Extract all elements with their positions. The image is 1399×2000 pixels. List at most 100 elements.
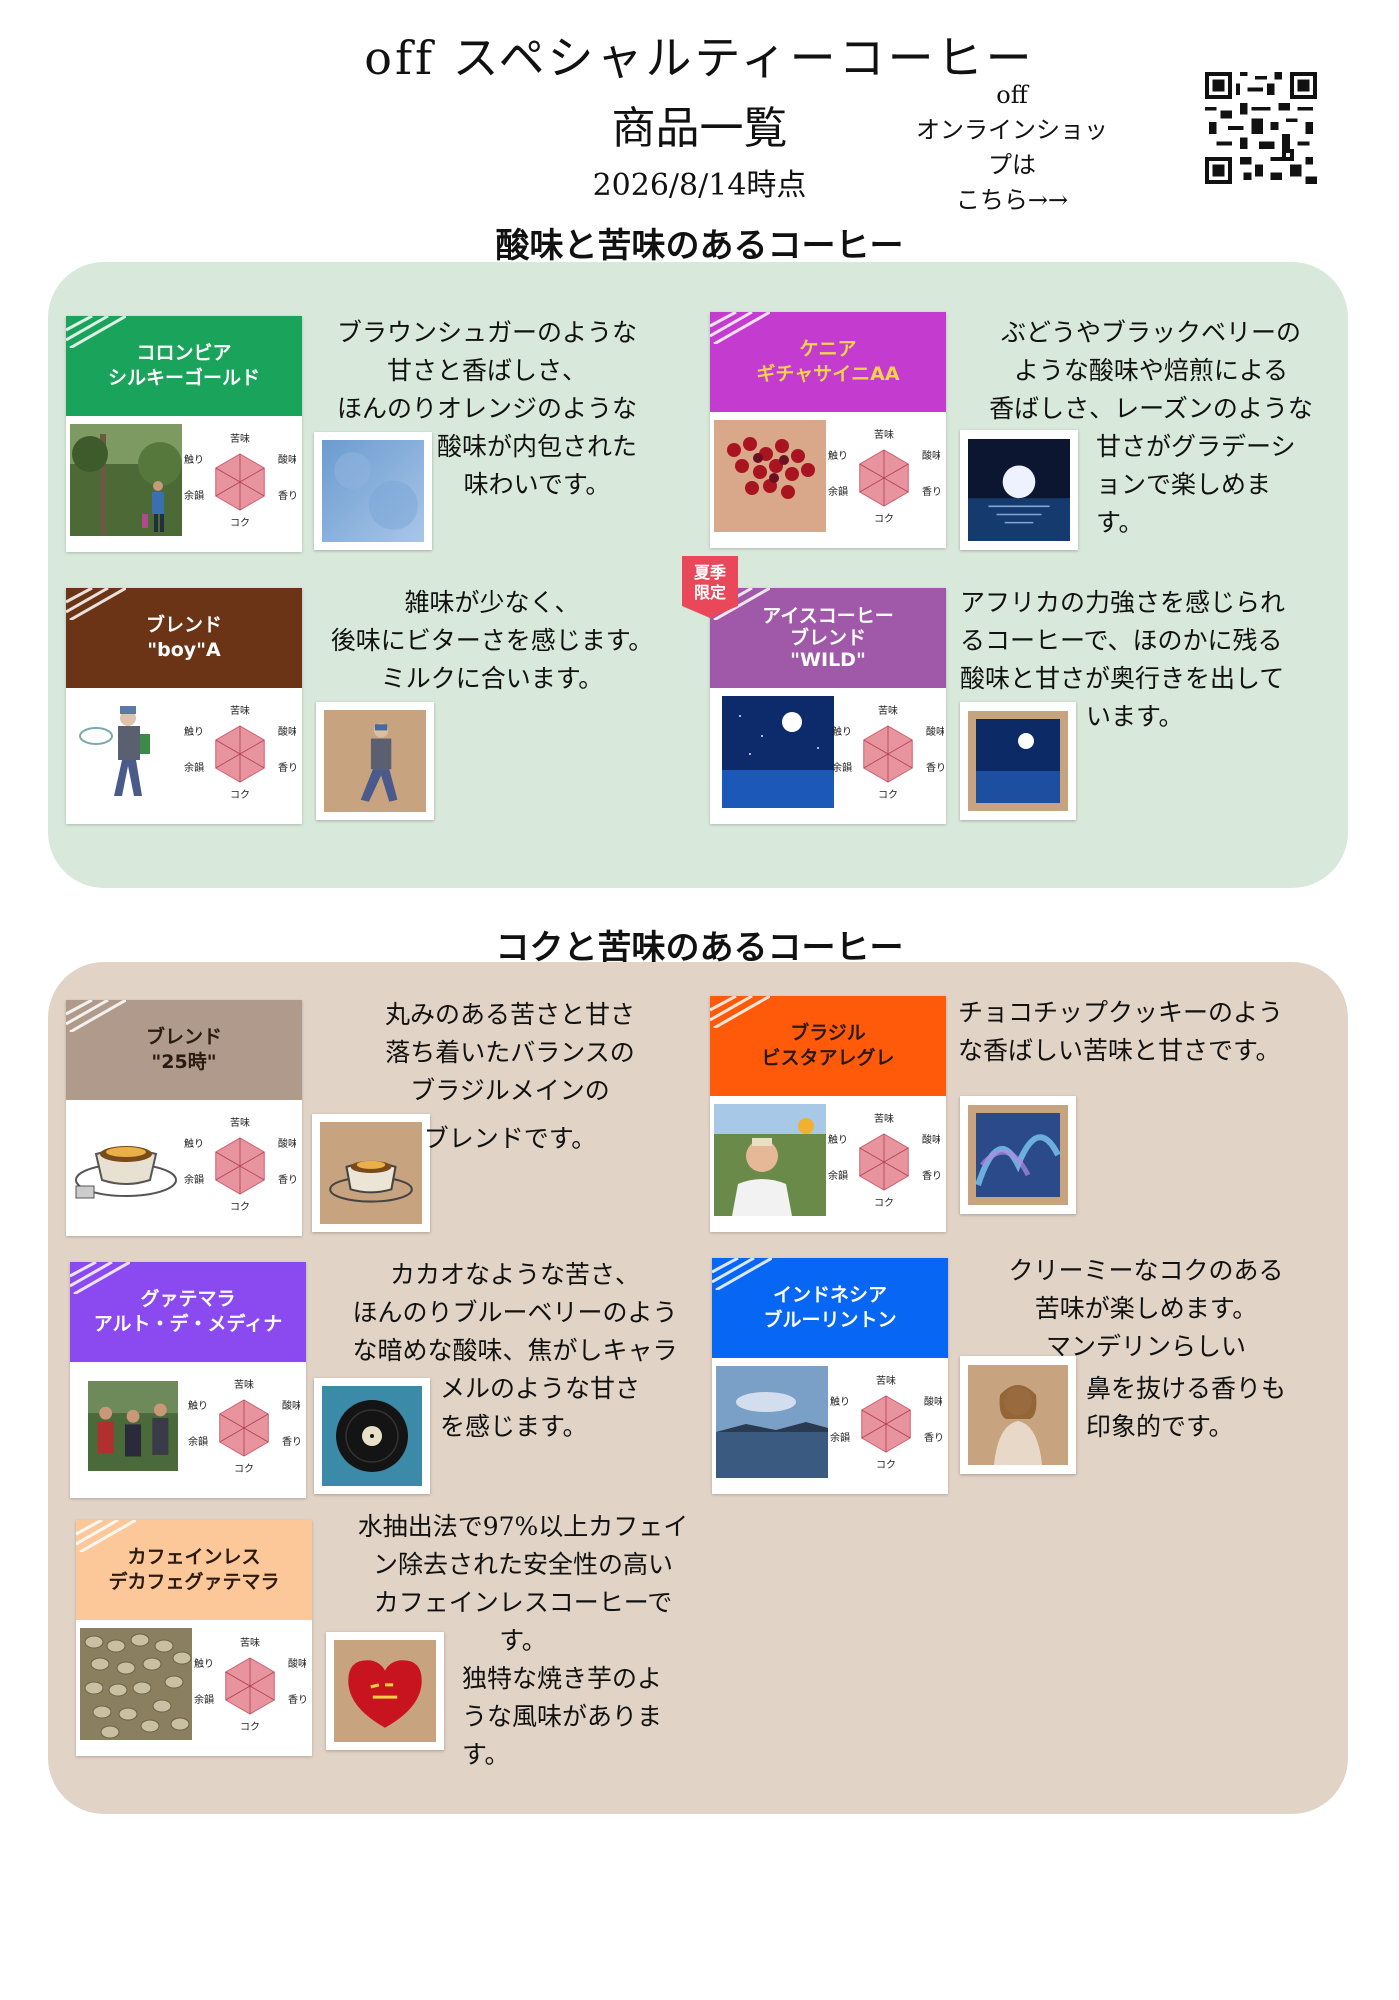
package-art-tile <box>960 1356 1076 1474</box>
stripe-decoration <box>66 1000 126 1032</box>
stripe-decoration <box>70 1262 130 1294</box>
product-description: カカオなような苦さ、 ほんのりブルーベリーのよう な暗めな酸味、焦がしキャラ メ… <box>330 1256 700 1446</box>
radar-axis <box>859 1161 885 1177</box>
radar-label: 苦味 <box>230 1116 250 1129</box>
package-art-image <box>322 440 424 542</box>
stripe-decoration <box>710 996 770 1028</box>
description-line: す。 <box>462 1740 510 1769</box>
lake-landscape-photo <box>716 1366 828 1478</box>
as-of-date: 2026/8/14時点 <box>592 168 807 203</box>
description-line: な香ばしい苦味と甘さです。 <box>958 1036 1281 1065</box>
product-name-line: "25時" <box>151 1051 217 1073</box>
radar-label: 酸味 <box>922 1133 940 1146</box>
pudding-cup-illustration <box>70 1108 182 1220</box>
radar-label: 酸味 <box>922 449 940 462</box>
radar-axis <box>859 1147 885 1163</box>
product-card-blend-boy-a[interactable]: ブレンド "boy"A 苦味酸味香りコク余韻舌触り <box>66 588 302 824</box>
radar-label: 酸味 <box>278 1137 296 1150</box>
radar-label: 酸味 <box>288 1657 306 1670</box>
radar-axis <box>859 477 885 493</box>
product-card-guatemala-alto-de-medina[interactable]: グァテマラ アルト・デ・メディナ 苦味酸味香りコク余韻舌触り <box>70 1262 306 1498</box>
product-card-brazil-vista-alegre[interactable]: ブラジル ビスタアレグレ 苦味酸味香りコク余韻舌触り <box>710 996 946 1232</box>
radar-label: 苦味 <box>234 1378 254 1391</box>
radar-label: コク <box>234 1463 254 1475</box>
radar-label: 余韻 <box>184 1173 204 1186</box>
product-description: クリーミーなコクのある 苦味が楽しめます。 マンデリンらしい 鼻を抜ける香りも … <box>966 1252 1326 1446</box>
product-card-blend-25ji[interactable]: ブレンド "25時" 苦味酸味香りコク余韻舌触り <box>66 1000 302 1236</box>
radar-label: コク <box>878 789 898 801</box>
package-art-image <box>968 1105 1068 1205</box>
product-card-colombia[interactable]: コロンビア シルキーゴールド 苦味酸味香りコク余韻舌触り <box>66 316 302 552</box>
product-card-ice-coffee-wild[interactable]: アイスコーヒー ブレンド "WILD" 苦味酸味香りコク余韻舌触り <box>710 588 946 824</box>
description-line: す。 <box>499 1626 547 1655</box>
product-card-kenya[interactable]: ケニア ギチャサイニAA 苦味酸味香りコク余韻舌触り <box>710 312 946 548</box>
farm-photo <box>70 424 182 536</box>
radar-label: コク <box>230 1201 250 1213</box>
package-art-tile <box>960 1096 1076 1214</box>
radar-svg: 苦味酸味香りコク余韻舌触り <box>818 1112 942 1209</box>
package-art-image <box>320 1122 422 1224</box>
product-name-line: ブレンド <box>145 1026 222 1048</box>
description-line: ミルクに合います。 <box>380 664 604 693</box>
radar-svg: 苦味酸味香りコク余韻舌触り <box>174 704 298 801</box>
product-name-line: コロンビア <box>136 342 232 364</box>
description-line: 丸みのある苦さと甘さ <box>384 1000 635 1029</box>
product-name-line: ブラジル <box>790 1022 866 1044</box>
radar-svg: 苦味酸味香りコク余韻舌触り <box>818 428 942 525</box>
radar-axis <box>215 481 241 497</box>
flavor-radar-chart: 苦味酸味香りコク余韻舌触り <box>178 1374 302 1482</box>
radar-label: 苦味 <box>878 704 898 717</box>
radar-label: 香り <box>278 490 296 502</box>
radar-svg: 苦味酸味香りコク余韻舌触り <box>178 1378 302 1475</box>
product-name-header: グァテマラ アルト・デ・メディナ <box>70 1262 306 1362</box>
radar-axis <box>883 463 909 479</box>
radar-label: 舌触り <box>188 1399 208 1412</box>
product-name-line: "boy"A <box>147 639 221 661</box>
product-card-indonesia-blue-lintong[interactable]: インドネシア ブルーリントン 苦味酸味香りコク余韻舌触り <box>712 1258 948 1494</box>
product-description: ぶどうやブラックベリーの ような酸味や焙煎による 香ばしさ、レーズンのような 甘… <box>966 314 1336 542</box>
green-beans-photo <box>80 1628 192 1740</box>
flavor-radar-chart: 苦味酸味香りコク余韻舌触り <box>174 1112 298 1220</box>
package-art-tile <box>960 430 1078 550</box>
radar-axis <box>863 753 889 769</box>
qr-code-icon[interactable] <box>1205 72 1317 184</box>
radar-label: 苦味 <box>240 1636 260 1649</box>
description-line: 苦味が楽しめます。 <box>1034 1294 1258 1323</box>
stripe-decoration <box>66 588 126 620</box>
radar-label: コク <box>876 1459 896 1471</box>
radar-label: コク <box>874 1197 894 1209</box>
stripe-decoration <box>710 312 770 344</box>
flavor-radar-chart: 苦味酸味香りコク余韻舌触り <box>818 1108 942 1216</box>
radar-label: 舌触り <box>828 1133 848 1146</box>
radar-label: 香り <box>288 1694 306 1706</box>
radar-label: 舌触り <box>184 1137 204 1150</box>
description-line: 落ち着いたバランスの <box>385 1038 635 1067</box>
product-description: アフリカの力強さを感じられ るコーヒーで、ほのかに残る 酸味と甘さが奥行きを出し… <box>960 584 1330 736</box>
product-card-decaf-guatemala[interactable]: カフェインレス デカフェグァテマラ 苦味酸味香りコク余韻舌触り <box>76 1520 312 1756</box>
radar-axis <box>215 753 241 769</box>
radar-label: 舌触り <box>832 725 852 738</box>
product-name-header: アイスコーヒー ブレンド "WILD" <box>710 588 946 688</box>
flavor-radar-chart: 苦味酸味香りコク余韻舌触り <box>174 428 298 536</box>
description-line: 独特な焼き芋のよ <box>462 1664 663 1693</box>
description-line: ン除去された安全性の高い <box>372 1550 673 1579</box>
stripe-decoration <box>712 1258 772 1290</box>
product-name-line: グァテマラ <box>140 1288 236 1310</box>
description-line: 甘さと香ばしさ、 <box>386 356 587 385</box>
description-line: 甘さがグラデーシ <box>1096 432 1296 461</box>
radar-axis <box>219 1413 245 1429</box>
description-line: チョコチップクッキーのよう <box>958 998 1284 1027</box>
radar-svg: 苦味酸味香りコク余韻舌触り <box>822 704 946 801</box>
radar-svg: 苦味酸味香りコク余韻舌触り <box>174 432 298 529</box>
description-line: カカオなような苦さ、 <box>389 1260 640 1289</box>
radar-axis <box>861 1423 887 1439</box>
radar-label: 余韻 <box>184 761 204 774</box>
radar-axis <box>215 1165 241 1181</box>
radar-axis <box>215 739 241 755</box>
product-name-line: シルキーゴールド <box>107 367 260 389</box>
product-name-line: インドネシア <box>772 1284 887 1306</box>
product-description: 丸みのある苦さと甘さ 落ち着いたバランスの ブラジルメインの ブレンドです。 <box>330 996 690 1158</box>
radar-axis <box>225 1685 251 1701</box>
package-art-image <box>322 1386 422 1486</box>
boy-illustration <box>70 696 182 808</box>
